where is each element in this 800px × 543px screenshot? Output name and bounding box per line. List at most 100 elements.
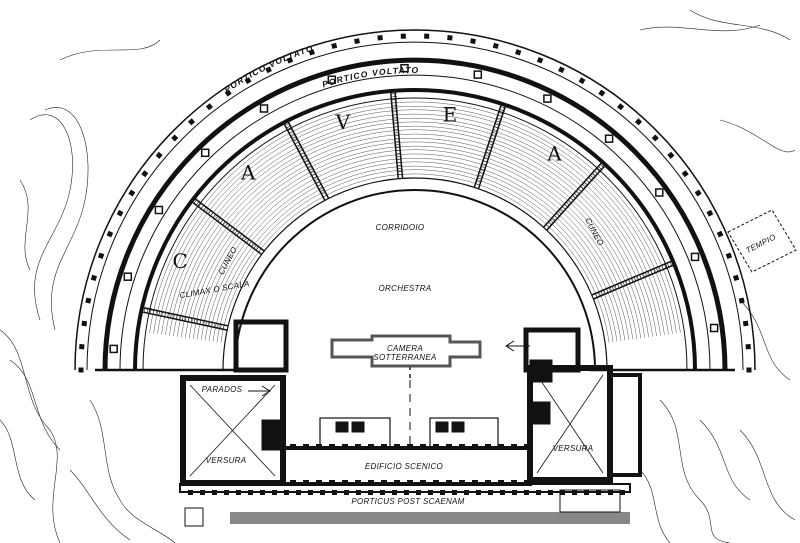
step [211,322,213,327]
porticus-pier [284,490,289,495]
step [222,220,226,226]
label-parados: PARADOS [202,385,243,394]
porticus-pier [608,490,613,495]
step [219,218,224,224]
scene-pier [511,444,517,450]
step [481,166,486,169]
step [561,206,566,210]
scene-pier [394,444,400,450]
buttress [154,205,164,215]
step [600,290,603,296]
step [291,135,298,139]
scene-pier [433,444,439,450]
step [491,134,497,137]
step [198,202,203,208]
pier [733,274,740,281]
scene-pier [524,444,530,450]
step [255,246,259,251]
step [212,213,217,218]
step [303,157,308,161]
pier [81,320,88,327]
step [653,268,656,274]
porticus-pier [344,490,349,495]
porticus-pier [380,490,385,495]
seat-row [169,121,661,336]
step [300,151,306,155]
step [149,308,152,314]
pier [205,103,213,111]
pier [224,89,232,97]
step [190,317,193,323]
pier [128,189,136,197]
ring-1 [86,41,744,371]
step [559,208,564,213]
pier [141,170,149,178]
pier [447,35,453,41]
porticus-pier [404,490,409,495]
step [625,280,628,286]
step [606,288,609,293]
seat-row [212,165,618,342]
step [498,112,505,115]
step [200,204,205,209]
buttress [543,94,552,103]
scene-pier [303,444,309,450]
step [493,129,499,132]
porticus-pier [512,490,517,495]
buttress [259,104,269,113]
step [205,207,210,213]
portico-piers [78,33,752,373]
step [320,189,325,192]
seat-row [157,109,673,334]
stair-4 [473,105,502,188]
porticus-pier [296,490,301,495]
pier [97,252,105,260]
seat-row [200,153,630,340]
step [476,180,481,183]
pier [681,170,689,178]
pier [578,77,586,85]
step [555,212,560,217]
scene-pier [407,444,413,450]
step [633,276,637,282]
step [296,143,302,147]
pier [515,49,522,56]
step [315,181,321,184]
step [322,194,327,198]
label-climax: CLIMAX O SCALA [179,279,250,300]
step [584,181,589,186]
step [578,188,583,193]
step [205,321,207,326]
label-camera: CAMERA [387,344,423,353]
step [480,169,485,171]
pier [308,49,315,56]
step [193,318,196,324]
porticus-pier [416,490,421,495]
step [143,306,146,313]
step [308,168,314,171]
step [298,149,304,153]
porticus-pier [524,490,529,495]
cavea-rings [74,29,756,371]
step [600,163,605,169]
step [196,319,199,324]
seat-row [181,133,649,338]
step [603,289,606,295]
porticus-pier [500,490,505,495]
step [215,215,219,220]
label-tempio: TEMPIO [744,232,777,255]
step [666,262,670,269]
buttress [655,188,664,197]
step [482,163,487,166]
step [582,183,587,189]
step [187,316,190,322]
step [564,204,568,208]
step [236,231,241,236]
scene-pier [290,444,296,450]
step [305,162,311,166]
seat-row [208,161,622,342]
step [655,267,659,273]
step [572,195,577,199]
step [223,325,225,330]
pier [187,118,196,126]
